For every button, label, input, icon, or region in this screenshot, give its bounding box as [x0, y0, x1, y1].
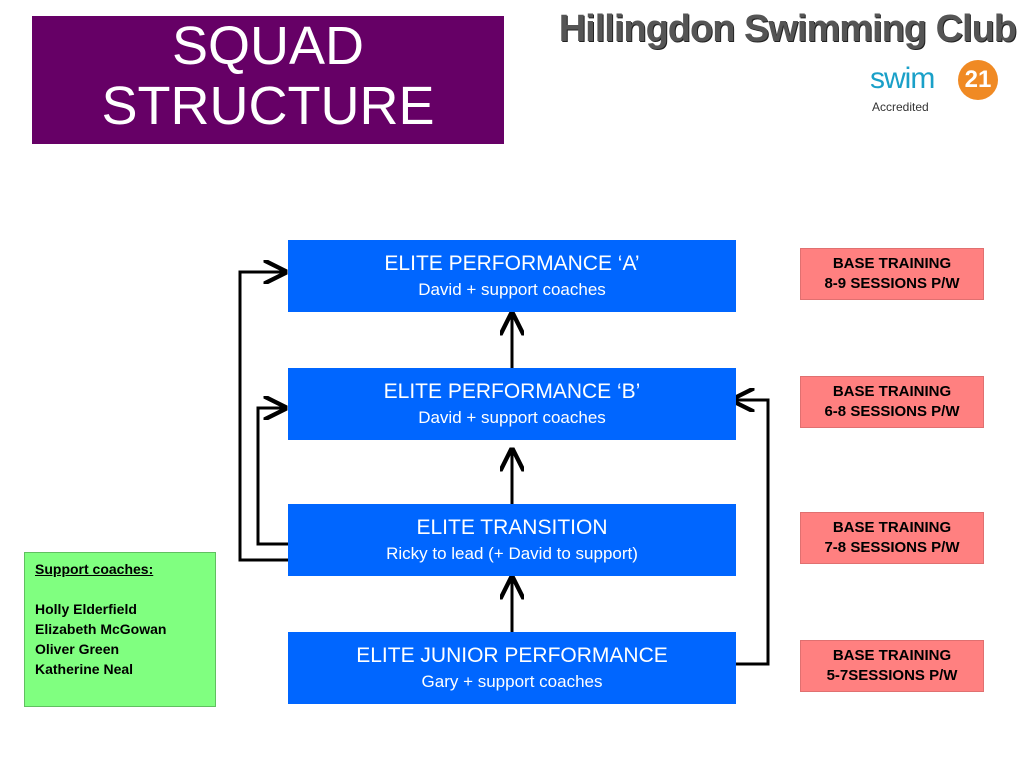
logo-badge: 21	[958, 60, 998, 100]
base-sessions: 8-9 SESSIONS P/W	[824, 275, 960, 292]
squad-elite-junior-performance: ELITE JUNIOR PERFORMANCE Gary + support …	[288, 632, 736, 704]
base-training-a: BASE TRAINING 8-9 SESSIONS P/W	[800, 248, 984, 300]
support-coach-name: Elizabeth McGowan	[35, 621, 167, 637]
logo-text: swim	[870, 62, 935, 95]
squad-elite-performance-b: ELITE PERFORMANCE ‘B’ David + support co…	[288, 368, 736, 440]
arrow-transition-to-a	[238, 272, 288, 562]
logo-subtitle: Accredited	[872, 100, 929, 114]
squad-elite-performance-a: ELITE PERFORMANCE ‘A’ David + support co…	[288, 240, 736, 312]
base-sessions: 5-7SESSIONS P/W	[826, 667, 958, 684]
support-coach-name: Oliver Green	[35, 641, 120, 657]
support-coaches-heading: Support coaches:	[35, 561, 154, 577]
squad-name: ELITE TRANSITION	[416, 516, 608, 539]
squad-elite-transition: ELITE TRANSITION Ricky to lead (+ David …	[288, 504, 736, 576]
squad-name: ELITE PERFORMANCE ‘A’	[384, 252, 640, 275]
base-label: BASE TRAINING	[832, 255, 952, 272]
base-training-transition: BASE TRAINING 7-8 SESSIONS P/W	[800, 512, 984, 564]
support-coach-name: Katherine Neal	[35, 661, 134, 677]
squad-coach: David + support coaches	[418, 280, 606, 299]
squad-name: ELITE PERFORMANCE ‘B’	[383, 380, 641, 403]
base-label: BASE TRAINING	[832, 519, 952, 536]
base-training-junior: BASE TRAINING 5-7SESSIONS P/W	[800, 640, 984, 692]
club-name: Hillingdon Swimming Club	[558, 8, 1017, 50]
base-sessions: 6-8 SESSIONS P/W	[824, 403, 960, 420]
title-line-1: SQUAD	[171, 16, 365, 76]
squad-coach: David + support coaches	[418, 408, 606, 427]
base-sessions: 7-8 SESSIONS P/W	[824, 539, 960, 556]
base-label: BASE TRAINING	[832, 383, 952, 400]
base-training-b: BASE TRAINING 6-8 SESSIONS P/W	[800, 376, 984, 428]
squad-coach: Gary + support coaches	[421, 672, 603, 691]
arrow-transition-to-b-loop	[256, 408, 288, 546]
base-label: BASE TRAINING	[832, 647, 952, 664]
support-coach-name: Holly Elderfield	[35, 601, 137, 617]
title-line-2: STRUCTURE	[101, 76, 435, 136]
support-coaches-box: Support coaches: Holly Elderfield Elizab…	[24, 552, 216, 707]
arrow-junior-to-b	[733, 400, 770, 666]
squad-coach: Ricky to lead (+ David to support)	[386, 544, 638, 563]
swim21-logo: swim 21 Accredited	[866, 58, 1006, 120]
squad-name: ELITE JUNIOR PERFORMANCE	[356, 644, 668, 667]
title-box: SQUAD STRUCTURE	[32, 16, 504, 144]
